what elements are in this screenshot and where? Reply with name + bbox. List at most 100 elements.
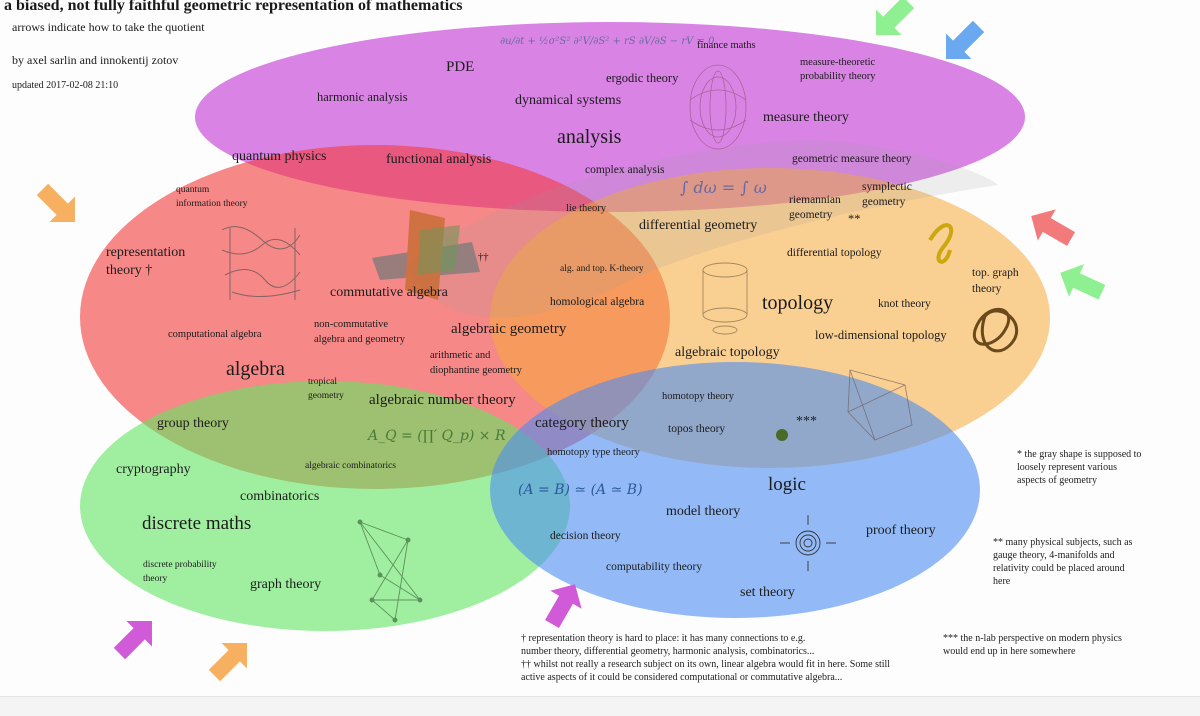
authors: by axel sarlin and innokentij zotov [12,53,179,67]
label-analysis: analysis [557,126,622,148]
label-model-theory: model theory [666,504,741,519]
label-group-theory: group theory [157,416,229,431]
adele-formula: A_Q = (∏′ Q_p) × R [368,428,506,444]
footnote-gray-shape: * the gray shape is supposed to loosely … [1017,449,1142,486]
label-k-theory: alg. and top. K-theory [560,264,644,274]
label-logic: logic [768,474,806,495]
spiral-sketch [780,515,836,571]
label-quantum-physics: quantum physics [232,149,327,164]
trefoil-knot [972,307,1019,353]
region-discrete [80,381,570,631]
label-algebraic-topology: algebraic topology [675,345,780,360]
label-symplectic-2: geometry [862,196,906,208]
arrow-magenta-bottom-left [113,621,152,660]
label-arithmetic-2: diophantine geometry [430,365,522,376]
arrow-magenta-bottom [545,584,582,629]
label-knot-theory: knot theory [878,298,931,310]
arrow-green-top [876,0,915,35]
label-representation-1: representation [106,245,186,260]
label-symplectic-1: symplectic [862,181,912,193]
label-algebra: algebra [226,358,285,380]
label-probability-theory: probability theory [800,71,876,82]
univalence-formula: (A = B) ≃ (A ≃ B) [518,482,643,498]
label-computability-theory: computability theory [606,561,703,573]
torus-sketch [689,64,747,150]
label-cryptography: cryptography [116,462,191,477]
label-homological-algebra: homological algebra [550,296,645,308]
label-category-theory: category theory [535,415,629,431]
page-title: a biased, not fully faithful geometric r… [4,0,463,14]
label-commutative-algebra: commutative algebra [330,285,448,300]
label-topos-theory: topos theory [668,423,726,435]
page-subtitle: arrows indicate how to take the quotient [12,20,205,34]
label-discrete-prob-2: theory [143,574,168,584]
label-measure-theoretic: measure-theoretic [800,57,876,68]
region-gray-geometry [405,140,998,318]
label-algebraic-geometry: algebraic geometry [451,321,567,337]
label-quantum-info-1: quantum [176,185,210,195]
label-pde: PDE [446,59,475,75]
label-algebraic-number-theory: algebraic number theory [369,392,516,408]
star-sketch [776,429,788,441]
label-homotopy-type-theory: homotopy type theory [547,447,640,458]
label-low-dimensional-topology: low-dimensional topology [815,328,947,342]
label-non-commutative-2: algebra and geometry [314,334,405,345]
polyhedron-sketch [847,369,913,441]
label-computational-algebra: computational algebra [168,329,262,340]
arrow-green-right [1060,264,1106,300]
updated-timestamp: updated 2017-02-08 21:10 [12,80,119,91]
page-bottom-edge [0,696,1200,716]
label-set-theory: set theory [740,585,795,600]
label-non-commutative-1: non-commutative [314,319,389,330]
label-functional-analysis: functional analysis [386,152,492,167]
region-logic [490,362,980,618]
label-complex-analysis: complex analysis [585,164,665,176]
label-algebraic-combinatorics: algebraic combinatorics [305,461,397,471]
arrow-red-right [1031,209,1076,246]
label-top-graph-1: top. graph [972,267,1019,279]
footnote-representation-theory: † representation theory is hard to place… [521,633,891,683]
label-representation-2: theory † [106,263,153,278]
label-finance-maths: finance maths [697,40,756,51]
label-harmonic-analysis: harmonic analysis [317,90,408,104]
label-riemannian-1: riemannian [789,194,841,206]
label-triple-star: *** [796,414,817,429]
label-proof-theory: proof theory [866,523,936,538]
label-double-dagger: †† [478,252,489,263]
arrow-blue-top [946,20,985,59]
footnote-physical-subjects: ** many physical subjects, such as gauge… [993,537,1133,587]
label-differential-geometry: differential geometry [639,218,758,233]
label-graph-theory: graph theory [250,577,322,592]
arrow-yellow-left [36,183,75,222]
label-dynamical-systems: dynamical systems [515,93,622,108]
label-geometric-measure-theory: geometric measure theory [792,153,912,165]
label-riemannian-2: geometry [789,209,833,221]
label-differential-topology: differential topology [787,247,882,259]
footnote-nlab: *** the n-lab perspective on modern phys… [943,633,1122,657]
label-decision-theory: decision theory [550,530,621,542]
label-ergodic-theory: ergodic theory [606,71,679,85]
label-measure-theory: measure theory [763,110,849,125]
integral-formula: ∫ dω = ∫ ω [680,178,767,197]
arrow-orange-bottom [208,643,247,682]
label-lie-theory: lie theory [566,203,606,214]
label-combinatorics: combinatorics [240,489,320,504]
label-double-star: ** [848,212,861,226]
planes-sketch [372,210,480,300]
label-homotopy-theory: homotopy theory [662,391,735,402]
label-topology: topology [762,292,834,314]
label-arithmetic-1: arithmetic and [430,350,491,361]
cylinder-sketch [702,262,748,335]
graph-sketch [357,519,423,623]
label-tropical-2: geometry [308,391,344,401]
label-discrete-prob-1: discrete probability [143,560,217,570]
label-quantum-info-2: information theory [176,199,248,209]
label-discrete-maths: discrete maths [142,513,252,534]
braid-sketch [221,226,301,300]
figure-eight-knot [928,223,954,264]
label-top-graph-2: theory [972,283,1002,295]
pde-formula: ∂u/∂t + ½σ²S² ∂²V/∂S² + rS ∂V/∂S − rV = … [500,36,715,47]
label-tropical-1: tropical [308,377,338,387]
